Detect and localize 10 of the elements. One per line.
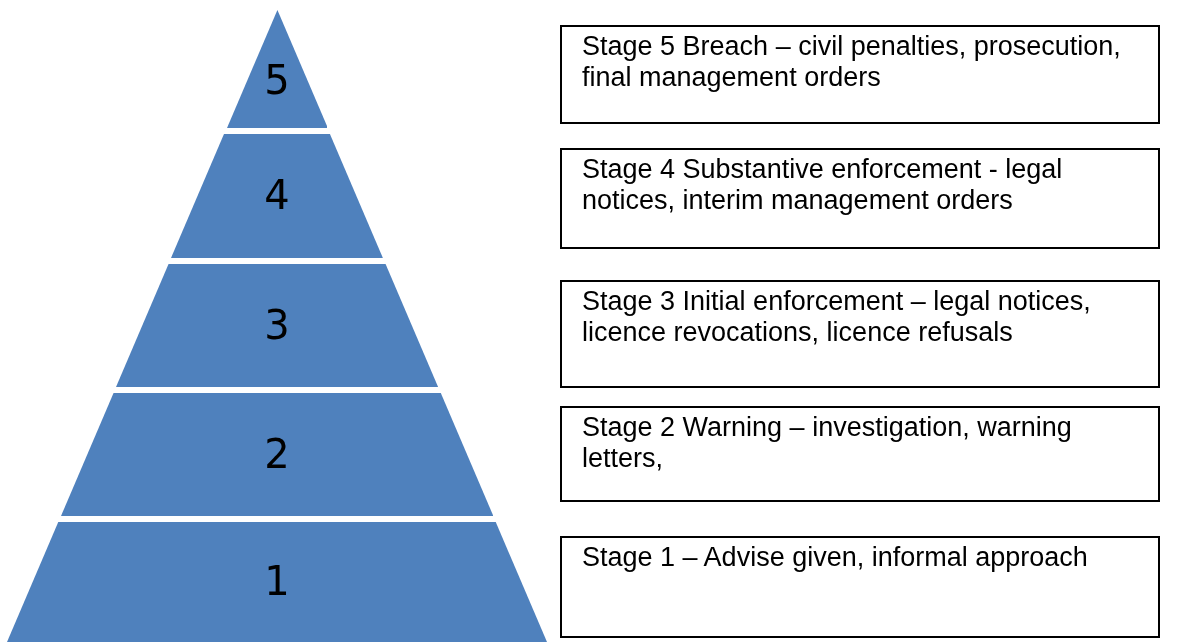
stage-description-box: Stage 5 Breach – civil penalties, prosecution, final management orders <box>560 25 1160 124</box>
level-number: 3 <box>263 301 291 348</box>
stage-description-box: Stage 1 – Advise given, informal approach <box>560 536 1160 638</box>
level-number: 4 <box>263 172 291 218</box>
level-number: 1 <box>263 558 291 604</box>
level-number: 5 <box>263 57 291 103</box>
stage-description-box: Stage 2 Warning – investigation, warning letters, <box>560 406 1160 502</box>
stage-description-box: Stage 3 Initial enforcement – legal notices, licence revocations, licence refusals <box>560 280 1160 388</box>
level-number: 2 <box>263 430 291 477</box>
stage-description-box: Stage 4 Substantive enforcement - legal notices, interim management orders <box>560 148 1160 249</box>
